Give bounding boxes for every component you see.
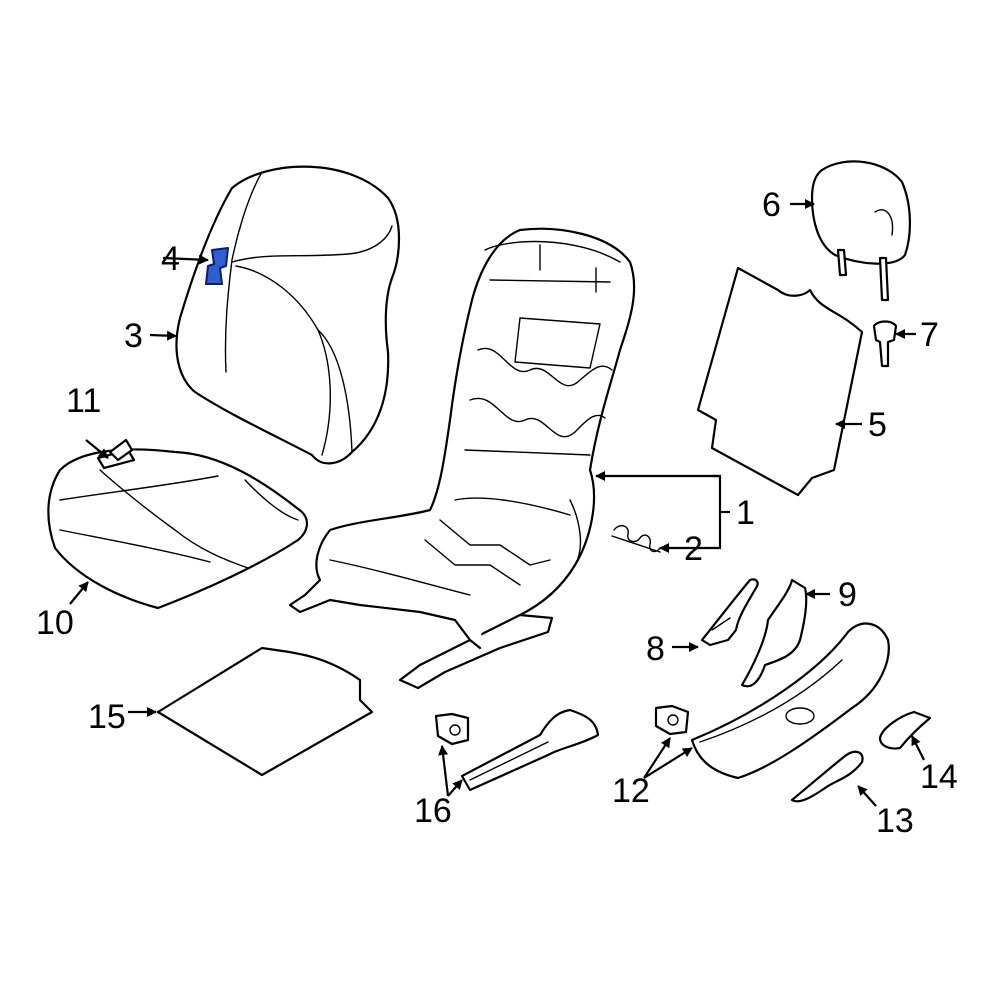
callout-10: 10 bbox=[36, 604, 74, 642]
callout-7: 7 bbox=[920, 316, 939, 354]
seatback-clip-part[interactable] bbox=[205, 247, 229, 285]
clip-part[interactable] bbox=[878, 710, 932, 750]
spring-part[interactable] bbox=[611, 524, 661, 553]
callout-14: 14 bbox=[920, 758, 958, 796]
small-bracket-right-part[interactable] bbox=[654, 704, 690, 736]
seat-frame-part[interactable] bbox=[288, 227, 636, 690]
headrest-guide-part[interactable] bbox=[872, 320, 898, 368]
callout-3: 3 bbox=[124, 317, 143, 355]
back-board-part[interactable] bbox=[696, 266, 864, 497]
callout-4: 4 bbox=[161, 240, 180, 278]
callout-12: 12 bbox=[612, 772, 650, 810]
callout-6: 6 bbox=[762, 186, 781, 224]
inner-shield-part[interactable] bbox=[460, 708, 600, 792]
small-bracket-left-part[interactable] bbox=[434, 712, 470, 746]
leader-lines bbox=[69, 199, 925, 807]
callout-1: 1 bbox=[736, 494, 755, 532]
callout-13: 13 bbox=[876, 802, 914, 840]
callout-16: 16 bbox=[414, 792, 452, 830]
callout-8: 8 bbox=[646, 630, 665, 668]
cushion-tag-part[interactable] bbox=[96, 438, 136, 470]
callout-9: 9 bbox=[838, 576, 857, 614]
lever-part[interactable] bbox=[790, 750, 864, 803]
bracket-part[interactable] bbox=[700, 578, 759, 647]
callout-11: 11 bbox=[66, 382, 101, 420]
callout-2: 2 bbox=[684, 530, 703, 568]
cushion-cover-part[interactable] bbox=[47, 448, 308, 610]
seat-pad-part[interactable] bbox=[156, 646, 374, 777]
callout-labels: 1 2 3 4 5 6 7 8 9 10 11 12 13 14 15 16 bbox=[36, 186, 958, 840]
seat-shield-part[interactable] bbox=[690, 622, 890, 780]
callout-5: 5 bbox=[868, 406, 887, 444]
callout-15: 15 bbox=[88, 698, 126, 736]
side-cover-part[interactable] bbox=[740, 578, 808, 688]
headrest-part[interactable] bbox=[810, 160, 912, 302]
seatback-cover-part[interactable] bbox=[175, 165, 401, 465]
